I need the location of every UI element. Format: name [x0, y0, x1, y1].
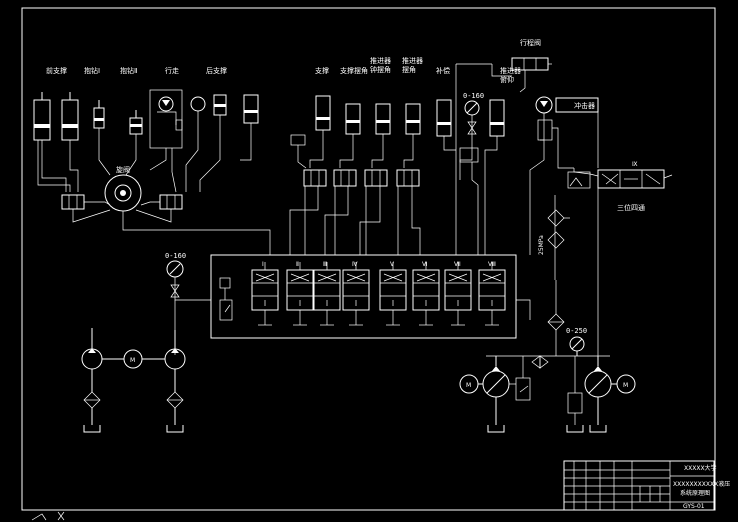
valve-numeral: Ⅰ [262, 261, 264, 268]
gauge-1-range: 0-160 [165, 252, 186, 260]
label-feed-swing: 推进器摆角 [402, 56, 423, 74]
label-impactor: 冲击器 [574, 101, 595, 110]
gauge-2-range: 0-160 [463, 92, 484, 100]
label-feed-pendulum: 推进器钟摆角 [370, 56, 391, 74]
label-front-support: 前支撑 [46, 66, 67, 75]
label-travel: 行走 [165, 66, 179, 75]
drill-clamp-cylinders [93, 100, 143, 176]
main-valve-bank [210, 254, 531, 339]
valve-numerals: Ⅰ Ⅱ Ⅲ Ⅳ Ⅴ Ⅵ Ⅶ Ⅷ [262, 261, 496, 268]
label-valve-ix: Ⅸ [632, 161, 638, 168]
right-pump-group: M M [459, 188, 636, 433]
label-feed-pitch: 推进器俯仰 [500, 66, 521, 84]
travel-motor [149, 89, 183, 193]
filter-left [547, 195, 570, 280]
front-support-cylinders [33, 92, 79, 192]
label-clamp-2: 抱钻Ⅱ [120, 66, 137, 75]
label-rear-support: 后支撑 [206, 66, 227, 75]
label-stroke-valve: 行程阀 [520, 38, 541, 47]
ucs-icon [31, 511, 65, 521]
motor-mid-label: M [466, 382, 471, 389]
motor-right-label: M [623, 382, 628, 389]
valve-numeral: Ⅴ [390, 261, 395, 268]
rear-support [185, 94, 259, 192]
three-position-valve [567, 168, 673, 189]
valve-numeral: Ⅱ [296, 261, 299, 268]
gauge-2 [455, 63, 498, 255]
valve-numeral: Ⅶ [454, 261, 461, 268]
label-support-swing: 支撑摆角 [340, 66, 368, 75]
pressure-side-label: 25MPa [538, 235, 545, 255]
rotary-valve-label: 旋阀 [116, 165, 130, 174]
left-control-valves [61, 194, 271, 255]
title-block [563, 460, 715, 511]
valve-numeral: Ⅲ [323, 261, 327, 268]
valve-numeral: Ⅷ [488, 261, 496, 268]
valve-numeral: Ⅳ [352, 261, 358, 268]
rotary-valve [104, 174, 142, 212]
drawing-title-1: XXXXXXXXXXX液压 [673, 480, 730, 488]
label-support: 支撑 [315, 66, 329, 75]
label-clamp-1: 抱钻Ⅰ [84, 66, 100, 75]
company-name: XXXXX大学 [684, 464, 717, 472]
middle-cylinders [290, 95, 505, 169]
drawing-title-2: 系统原理图 [680, 489, 710, 497]
impactor [529, 96, 599, 255]
label-three-pos-valve: 三位四通 [617, 203, 645, 212]
stroke-valve [491, 57, 552, 93]
drawing-frame [21, 7, 716, 511]
motor-left-label: M [130, 357, 135, 364]
mid-control-valves [289, 169, 421, 255]
gauge-3-range: 0-250 [566, 327, 587, 335]
drawing-number: GYS-01 [683, 503, 705, 510]
label-compensation: 补偿 [436, 66, 450, 75]
gauge-1 [166, 260, 211, 355]
left-pump-group: M [81, 328, 186, 433]
valve-numeral: Ⅵ [422, 261, 428, 268]
